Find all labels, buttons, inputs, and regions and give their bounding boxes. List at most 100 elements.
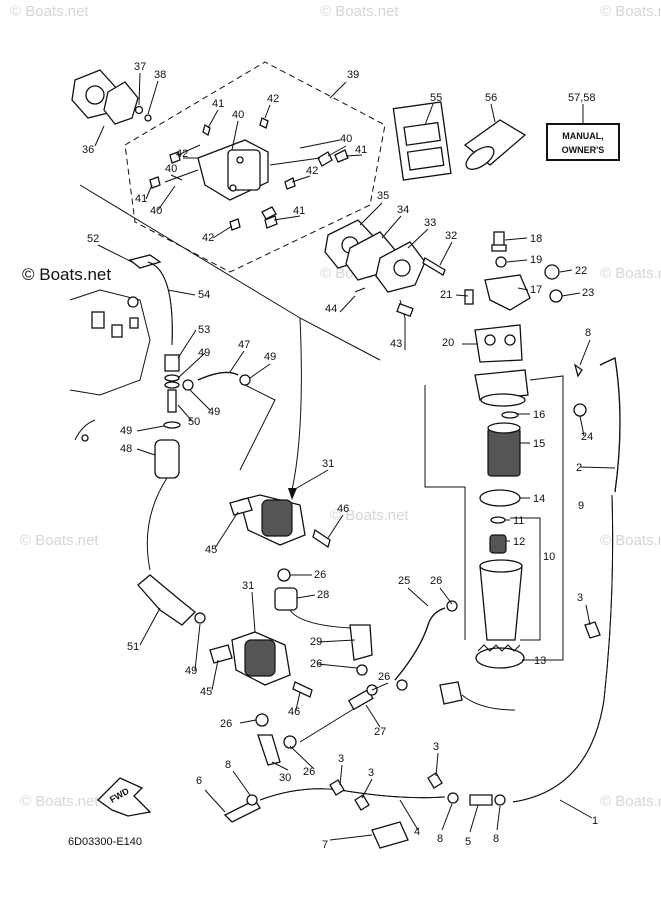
clip-49c (163, 421, 181, 429)
callout-23: 23 (582, 287, 594, 299)
callout-31: 31 (242, 580, 254, 592)
callout-34: 34 (397, 204, 409, 216)
hose-4 (259, 788, 446, 801)
callout-42: 42 (267, 93, 279, 105)
manual-label-line2: OWNER'S (562, 145, 605, 155)
gasket-45-upper (229, 497, 253, 516)
hose-28 (274, 587, 298, 611)
watermark: © Boats.net (600, 3, 661, 20)
hose-48 (154, 439, 180, 479)
hose-4-inner (259, 788, 446, 801)
nut-13 (475, 647, 525, 669)
callout-45: 45 (205, 544, 217, 556)
callout-8: 8 (493, 833, 499, 845)
callout-54: 54 (198, 289, 210, 301)
line-48-51 (146, 477, 168, 571)
leader-lines (354, 287, 406, 319)
joint-53 (164, 354, 180, 372)
bracket-hole (484, 334, 496, 346)
bracket-17 (484, 274, 531, 311)
callout-19: 19 (530, 254, 542, 266)
hose-1-inner (512, 494, 614, 803)
cable-end (81, 434, 89, 442)
pin-43 (396, 303, 414, 317)
callout-49: 49 (120, 425, 132, 437)
clip-49d (182, 379, 194, 391)
callout-8: 8 (437, 833, 443, 845)
callout-21: 21 (440, 289, 452, 301)
callout-7: 7 (322, 839, 328, 851)
callout-4: 4 (414, 826, 420, 838)
hose-47-inner (197, 371, 239, 381)
callout-15: 15 (533, 438, 545, 450)
callout-41: 41 (135, 193, 147, 205)
manual-label-line1: MANUAL, (562, 131, 604, 141)
callout-43: 43 (390, 338, 402, 350)
callout-35: 35 (377, 190, 389, 202)
engine-part (129, 317, 139, 329)
watermark: © Boats.net (600, 532, 661, 549)
clip-8 (573, 363, 583, 378)
connector-5 (469, 794, 493, 806)
screw-42c (284, 177, 296, 190)
callout-46: 46 (337, 503, 349, 515)
watermark: © Boats.net (20, 793, 99, 810)
hose-51 (137, 574, 196, 626)
callout-49: 49 (208, 406, 220, 418)
callout-26: 26 (314, 569, 326, 581)
callout-27: 27 (374, 726, 386, 738)
screw-42a (259, 117, 269, 129)
hose-2-inner (599, 357, 621, 493)
pump-31-lower-body (244, 639, 276, 677)
callout-20: 20 (442, 337, 454, 349)
clip-3a (329, 779, 345, 796)
callout-49: 49 (185, 665, 197, 677)
callout-37: 37 (134, 61, 146, 73)
hose-29 (349, 624, 373, 661)
leader-7 (329, 834, 373, 841)
callout-3: 3 (433, 741, 439, 753)
callout-32: 32 (445, 230, 457, 242)
gasket-45-lower (209, 644, 233, 664)
callout-40: 40 (340, 133, 352, 145)
hose-54-inner (147, 261, 173, 346)
gasket-hole (85, 85, 105, 105)
kit-outline (124, 61, 386, 273)
callout-26: 26 (378, 671, 390, 683)
hose-54 (147, 261, 173, 346)
filter-head (474, 369, 529, 401)
leader-27 (299, 704, 361, 743)
callout-41: 41 (212, 98, 224, 110)
callout-16: 16 (533, 409, 545, 421)
callout-8: 8 (225, 759, 231, 771)
callout-57-58: 57,58 (568, 92, 596, 104)
fwd-arrow (96, 777, 152, 817)
callout-3: 3 (368, 767, 374, 779)
engine-block (69, 289, 151, 396)
elbow-52 (128, 254, 162, 269)
callout-42: 42 (306, 165, 318, 177)
callout-3: 3 (577, 592, 583, 604)
pump-screw (236, 156, 244, 164)
bracket-20 (474, 324, 523, 363)
callout-55: 55 (430, 92, 442, 104)
filter-cup (479, 565, 523, 641)
clip-49f (194, 612, 206, 624)
callout-40: 40 (232, 109, 244, 121)
callout-56: 56 (485, 92, 497, 104)
screw-41d (264, 215, 278, 229)
clamp-7 (371, 821, 409, 849)
clip-24 (573, 403, 587, 417)
bolt-46-lower (292, 681, 313, 698)
screw-41b (334, 149, 349, 163)
clip-49e (239, 374, 251, 386)
callout-41: 41 (293, 205, 305, 217)
callout-12: 12 (513, 536, 525, 548)
o-ring-16 (501, 411, 519, 419)
arrow-line (291, 317, 302, 491)
watermark: © Boats.net (600, 793, 661, 810)
callout-36: 36 (82, 144, 94, 156)
pump-31-body (261, 499, 293, 537)
diagram-code: 6D03300-E140 (68, 836, 142, 848)
